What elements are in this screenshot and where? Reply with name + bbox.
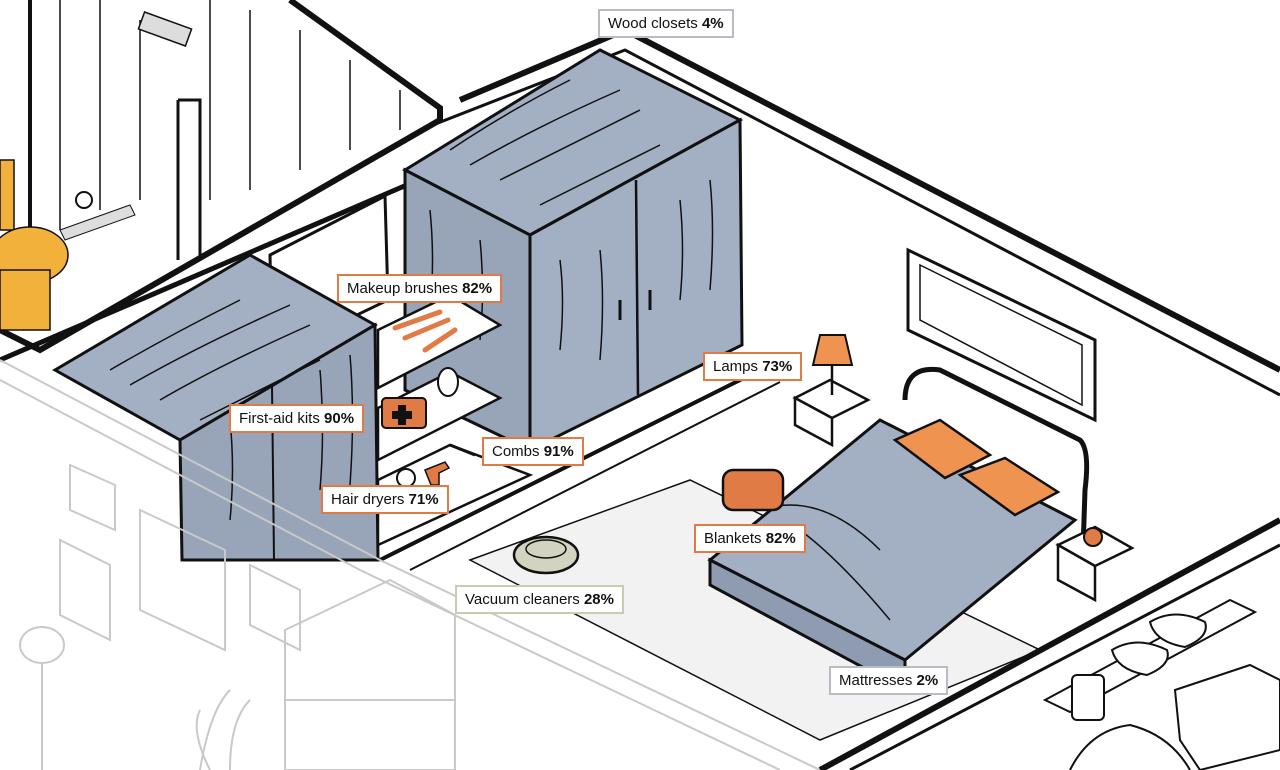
- shelves: [376, 293, 534, 547]
- bed: [707, 366, 1090, 693]
- first-aid-kits-name: First-aid kits: [239, 410, 320, 427]
- lamps-pct: 73%: [762, 358, 793, 375]
- wood-closets-name: Wood closets: [608, 15, 698, 32]
- makeup-brushes-pct: 82%: [462, 280, 493, 297]
- blankets-pct: 82%: [765, 530, 796, 547]
- vacuum-cleaners-label: Vacuum cleaners 28%: [455, 585, 624, 614]
- faded-living-room: [0, 359, 821, 770]
- blankets-label: Blankets 82%: [694, 524, 806, 553]
- wood-closets-label: Wood closets 4%: [598, 9, 734, 38]
- mattresses-pct: 2%: [916, 672, 939, 689]
- robot-vacuum: [512, 535, 580, 575]
- bathroom: [0, 0, 443, 354]
- nightstands: [792, 334, 1135, 603]
- blankets-name: Blankets: [704, 530, 762, 547]
- vacuum-cleaners-name: Vacuum cleaners: [465, 591, 580, 608]
- laundry-area: [1042, 598, 1280, 770]
- makeup-brushes-name: Makeup brushes: [347, 280, 458, 297]
- lamps-label: Lamps 73%: [703, 352, 803, 381]
- toilet: [0, 159, 69, 331]
- lamps-name: Lamps: [713, 358, 759, 375]
- combs-name: Combs: [492, 443, 540, 460]
- hair-dryers-label: Hair dryers 71%: [321, 485, 449, 514]
- first-aid-kits-pct: 90%: [324, 410, 355, 427]
- combs-label: Combs 91%: [482, 437, 584, 466]
- hair-dryers-name: Hair dryers: [331, 491, 405, 508]
- mattresses-label: Mattresses 2%: [829, 666, 949, 695]
- wood-closets-pct: 4%: [701, 15, 724, 32]
- mattresses-name: Mattresses: [839, 672, 913, 689]
- first-aid-kits-label: First-aid kits 90%: [229, 404, 365, 433]
- makeup-brushes-label: Makeup brushes 82%: [337, 274, 503, 303]
- vacuum-cleaners-pct: 28%: [583, 591, 614, 608]
- hair-dryers-pct: 71%: [408, 491, 439, 508]
- combs-pct: 91%: [543, 443, 574, 460]
